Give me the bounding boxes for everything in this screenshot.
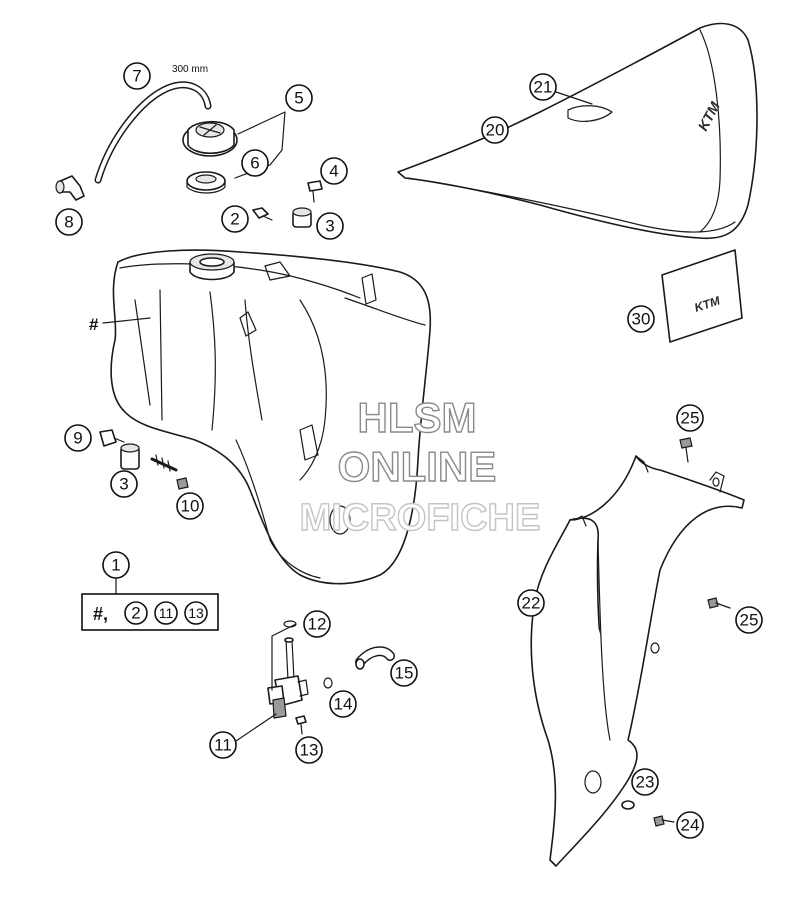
fuel-hose-15 xyxy=(355,646,395,670)
leader-12 xyxy=(271,623,297,691)
o-ring-12 xyxy=(283,620,297,628)
spacer-3-left xyxy=(120,443,140,470)
callout-8: 8 xyxy=(55,208,83,236)
callout-11: 11 xyxy=(209,731,237,759)
callout-24: 24 xyxy=(676,811,704,839)
callout-20: 20 xyxy=(481,116,509,144)
callout-6: 6 xyxy=(241,149,269,177)
callout-3-left: 3 xyxy=(110,470,138,498)
svg-text:20: 20 xyxy=(486,121,505,140)
callout-15: 15 xyxy=(390,659,418,687)
callout-13: 13 xyxy=(295,736,323,764)
svg-text:2: 2 xyxy=(230,210,239,229)
leader-hash xyxy=(102,317,151,324)
vent-hose: 300 mm xyxy=(94,64,212,184)
svg-text:13: 13 xyxy=(300,741,319,760)
screw-13-bottom xyxy=(295,715,307,735)
decal-sticker: KTM xyxy=(661,249,743,343)
watermark: HLSM ONLINE MICROFICHE xyxy=(299,393,541,539)
callout-25-side: 25 xyxy=(735,606,763,634)
callout-30: 30 xyxy=(627,305,655,333)
callout-12: 12 xyxy=(303,610,331,638)
svg-text:24: 24 xyxy=(681,816,700,835)
fuel-cap xyxy=(182,120,238,157)
callout-14: 14 xyxy=(329,690,357,718)
kit-item-13: 13 xyxy=(184,601,208,625)
leader-11 xyxy=(235,713,277,742)
svg-text:11: 11 xyxy=(214,736,232,755)
callout-5: 5 xyxy=(285,84,313,112)
svg-text:30: 30 xyxy=(632,310,651,329)
nut-10 xyxy=(176,477,189,490)
svg-text:3: 3 xyxy=(325,217,334,236)
svg-text:25: 25 xyxy=(681,409,700,428)
svg-text:15: 15 xyxy=(395,664,414,683)
washer-23 xyxy=(621,800,635,810)
callout-4: 4 xyxy=(320,157,348,185)
kit-item-2: 2 xyxy=(124,601,148,625)
callout-23: 23 xyxy=(631,768,659,796)
tank-hash-marker: # xyxy=(89,315,99,334)
leader-21 xyxy=(555,91,593,105)
svg-text:14: 14 xyxy=(334,695,353,714)
cap-gasket xyxy=(186,171,226,194)
screw-2-top xyxy=(252,207,273,221)
stud xyxy=(150,454,178,472)
spacer-3-top xyxy=(292,207,312,228)
callout-7: 7 xyxy=(123,62,151,90)
kit-hash-prefix: #, xyxy=(93,604,108,624)
svg-text:22: 22 xyxy=(522,594,541,613)
callout-21: 21 xyxy=(529,73,557,101)
svg-text:4: 4 xyxy=(329,162,338,181)
callout-9: 9 xyxy=(64,424,92,452)
callout-2: 2 xyxy=(221,205,249,233)
screw-24 xyxy=(653,815,675,827)
svg-text:10: 10 xyxy=(181,497,200,516)
tank-spoiler-22 xyxy=(530,455,745,867)
svg-text:13: 13 xyxy=(188,605,204,621)
svg-text:12: 12 xyxy=(308,615,327,634)
svg-text:1: 1 xyxy=(111,556,120,575)
bolt-9 xyxy=(99,429,125,447)
svg-text:2: 2 xyxy=(131,604,140,623)
svg-text:7: 7 xyxy=(132,67,141,86)
fuel-tank xyxy=(110,249,432,585)
svg-text:5: 5 xyxy=(294,89,303,108)
screw-4 xyxy=(307,180,323,203)
svg-text:25: 25 xyxy=(740,611,759,630)
watermark-line-2: ONLINE xyxy=(338,443,497,490)
vent-elbow xyxy=(55,175,85,201)
hose-length-label: 300 mm xyxy=(172,64,208,75)
seat: KTM xyxy=(397,22,758,240)
screw-25-side xyxy=(707,597,731,609)
svg-text:21: 21 xyxy=(534,78,553,97)
callout-1: 1 xyxy=(102,551,130,579)
svg-text:3: 3 xyxy=(119,475,128,494)
svg-text:11: 11 xyxy=(159,605,174,621)
callout-3-top: 3 xyxy=(316,212,344,240)
svg-text:6: 6 xyxy=(250,154,259,173)
svg-text:8: 8 xyxy=(64,213,73,232)
callout-25-top: 25 xyxy=(676,404,704,432)
watermark-line-3: MICROFICHE xyxy=(300,497,541,539)
svg-text:9: 9 xyxy=(73,429,82,448)
screw-25-top xyxy=(679,437,693,463)
svg-text:23: 23 xyxy=(636,773,655,792)
fuel-tap xyxy=(267,637,309,719)
callout-10: 10 xyxy=(176,492,204,520)
watermark-line-1: HLSM xyxy=(358,394,477,441)
kit-item-11: 11 xyxy=(154,601,178,625)
callout-22: 22 xyxy=(517,589,545,617)
o-ring-14 xyxy=(323,677,333,689)
